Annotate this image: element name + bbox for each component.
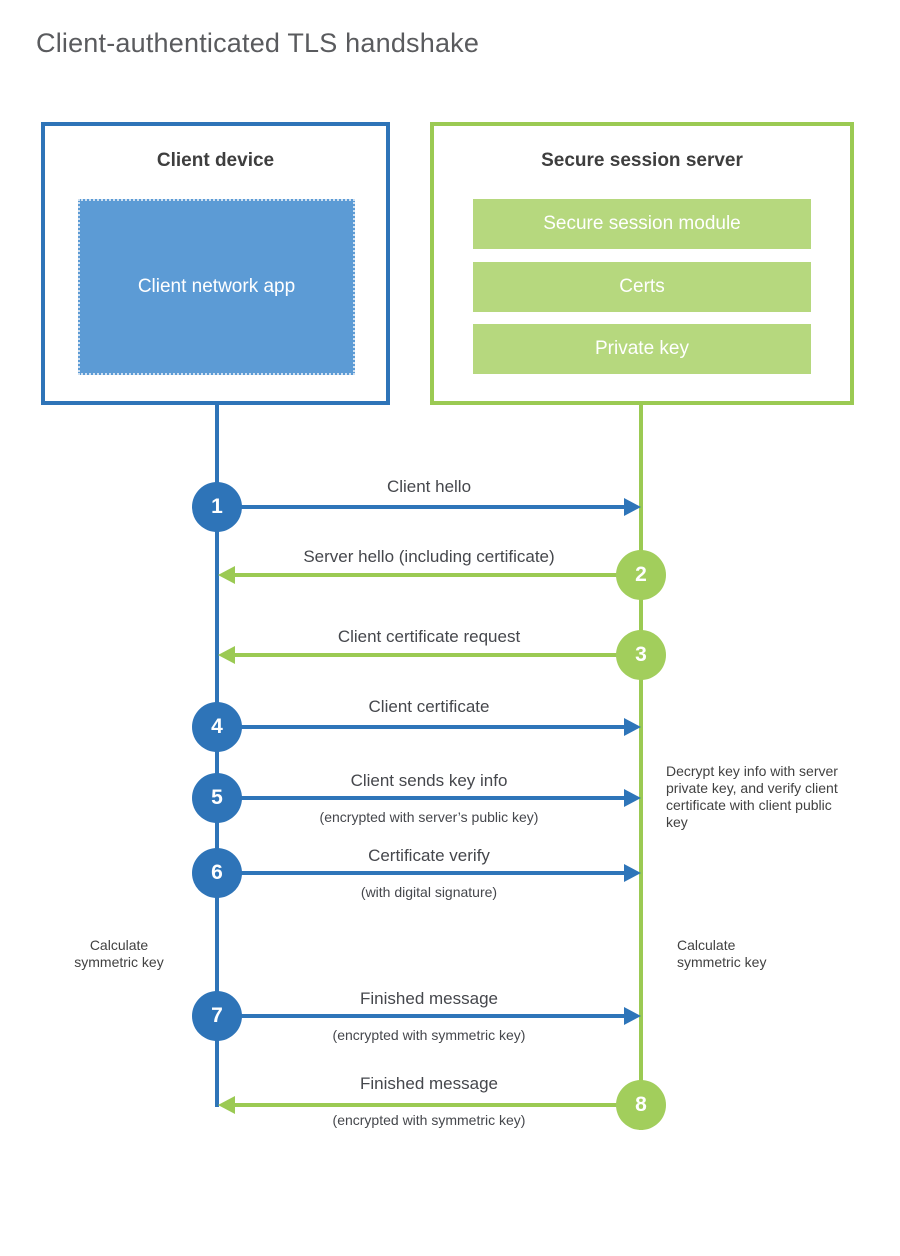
server-private-key-label: Private key <box>595 338 689 359</box>
arrow-line <box>235 653 641 657</box>
message-label: Certificate verify <box>368 846 490 865</box>
step-number: 6 <box>211 861 223 884</box>
arrow-line <box>235 1103 641 1107</box>
step-number: 1 <box>211 495 223 518</box>
arrowhead-right-icon <box>624 718 641 736</box>
step-number: 7 <box>211 1004 223 1027</box>
arrow-line <box>219 725 625 729</box>
arrowhead-left-icon <box>218 566 235 584</box>
step-circle: 8 <box>616 1080 666 1130</box>
arrow-line <box>219 871 625 875</box>
step-number: 2 <box>635 563 647 586</box>
arrow-line <box>219 796 625 800</box>
client-device-box: Client device Client network app <box>41 122 390 405</box>
step-circle: 7 <box>192 991 242 1041</box>
step-circle: 6 <box>192 848 242 898</box>
message-label: Client certificate request <box>337 627 521 646</box>
message-label: Server hello (including certificate) <box>303 547 555 566</box>
message-label: Client hello <box>386 477 472 496</box>
server-certs-label: Certs <box>619 276 665 297</box>
server-private-key-bar: Private key <box>473 324 811 374</box>
client-network-app-box: Client network app <box>78 199 355 375</box>
arrow-line <box>219 505 625 509</box>
arrow-line <box>235 573 641 577</box>
step-circle: 1 <box>192 482 242 532</box>
arrow-line <box>219 1014 625 1018</box>
server-module-bar: Secure session module <box>473 199 811 249</box>
message-sublabel: (encrypted with symmetric key) <box>332 1027 526 1043</box>
arrowhead-left-icon <box>218 1096 235 1114</box>
calculate-symmetric-key-note-server: Calculate symmetric key <box>677 937 767 970</box>
calculate-symmetric-key-note-client: Calculate symmetric key <box>74 937 164 970</box>
client-device-title: Client device <box>156 150 275 171</box>
step-number: 3 <box>635 643 647 666</box>
message-sublabel: (encrypted with server’s public key) <box>319 809 539 825</box>
message-label: Finished message <box>360 1074 498 1093</box>
step-circle: 4 <box>192 702 242 752</box>
decrypt-note: Decrypt key info with server private key… <box>666 763 838 830</box>
server-module-label: Secure session module <box>543 213 741 234</box>
arrowhead-left-icon <box>218 646 235 664</box>
step-circle: 3 <box>616 630 666 680</box>
page-title: Client-authenticated TLS handshake <box>36 28 480 58</box>
step-number: 5 <box>211 786 223 809</box>
message-label: Client sends key info <box>350 771 508 790</box>
secure-session-server-title: Secure session server <box>541 150 743 171</box>
step-number: 8 <box>635 1093 647 1116</box>
step-number: 4 <box>211 715 223 738</box>
server-lifeline <box>639 403 643 1130</box>
message-label: Finished message <box>360 989 498 1008</box>
arrowhead-right-icon <box>624 789 641 807</box>
step-circle: 5 <box>192 773 242 823</box>
message-sublabel: (with digital signature) <box>360 884 498 900</box>
client-lifeline <box>215 403 219 1107</box>
client-network-app-label: Client network app <box>137 276 296 298</box>
arrowhead-right-icon <box>624 498 641 516</box>
step-circle: 2 <box>616 550 666 600</box>
secure-session-server-box: Secure session server Secure session mod… <box>430 122 854 405</box>
arrowhead-right-icon <box>624 1007 641 1025</box>
arrowhead-right-icon <box>624 864 641 882</box>
server-certs-bar: Certs <box>473 262 811 312</box>
message-sublabel: (encrypted with symmetric key) <box>332 1112 526 1128</box>
message-label: Client certificate <box>368 697 490 716</box>
